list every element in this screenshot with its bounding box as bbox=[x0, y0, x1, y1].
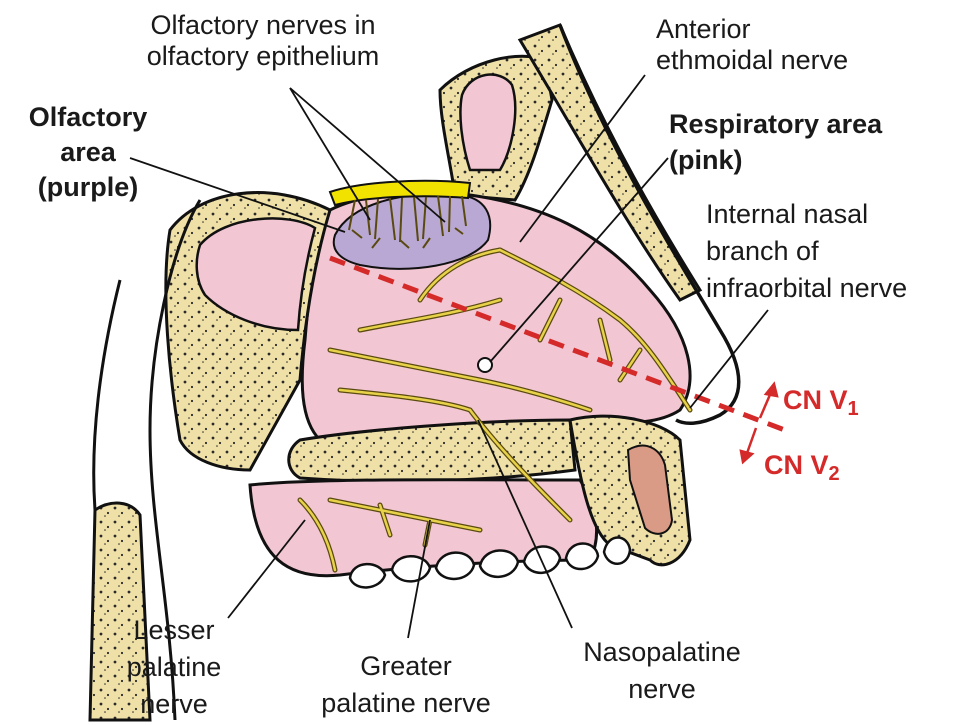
internal-nasal-line-1: Internal nasal bbox=[706, 196, 907, 233]
cn-v1-text: CN V bbox=[783, 385, 848, 415]
lesser-palatine-nerve-label: Lesser palatine nerve bbox=[104, 612, 244, 723]
nasopalatine-nerve-label: Nasopalatine nerve bbox=[552, 634, 772, 708]
cn-v2-text: CN V bbox=[764, 450, 829, 480]
respiratory-area-line-1: Respiratory area bbox=[669, 106, 882, 142]
olfactory-nerves-label: Olfactory nerves in olfactory epithelium bbox=[118, 10, 408, 72]
greater-palatine-nerve-label: Greater palatine nerve bbox=[296, 648, 516, 722]
olfactory-area-label: Olfactory area (purple) bbox=[8, 100, 168, 205]
cn-v2-label: CN V2 bbox=[764, 450, 840, 480]
olfactory-area-line-1: Olfactory bbox=[8, 100, 168, 135]
respiratory-area-marker bbox=[478, 358, 492, 372]
nasopalatine-line-2: nerve bbox=[552, 671, 772, 708]
lesser-palatine-line-3: nerve bbox=[104, 686, 244, 723]
greater-palatine-line-1: Greater bbox=[296, 648, 516, 685]
lesser-palatine-line-1: Lesser bbox=[104, 612, 244, 649]
respiratory-area-label: Respiratory area (pink) bbox=[669, 106, 882, 178]
internal-nasal-line-3: infraorbital nerve bbox=[706, 270, 907, 307]
cn-v1-subscript: 1 bbox=[848, 398, 859, 420]
olfactory-nerves-line-2: olfactory epithelium bbox=[118, 41, 408, 72]
olfactory-area-line-2: area bbox=[8, 135, 168, 170]
anterior-ethmoidal-line-2: ethmoidal nerve bbox=[656, 45, 848, 76]
internal-nasal-line-2: branch of bbox=[706, 233, 907, 270]
frontal-sinus bbox=[460, 75, 515, 170]
lesser-palatine-line-2: palatine bbox=[104, 649, 244, 686]
posterior-wall bbox=[94, 280, 120, 510]
respiratory-area-line-2: (pink) bbox=[669, 142, 882, 178]
olfactory-nerves-line-1: Olfactory nerves in bbox=[118, 10, 408, 41]
anterior-ethmoidal-nerve-label: Anterior ethmoidal nerve bbox=[656, 14, 848, 76]
nasopalatine-line-1: Nasopalatine bbox=[552, 634, 772, 671]
cn-v2-subscript: 2 bbox=[829, 463, 840, 485]
greater-palatine-line-2: palatine nerve bbox=[296, 685, 516, 722]
olfactory-area-line-3: (purple) bbox=[8, 170, 168, 205]
internal-nasal-branch-label: Internal nasal branch of infraorbital ne… bbox=[706, 196, 907, 307]
cn-v1-label: CN V1 bbox=[783, 385, 859, 415]
anterior-ethmoidal-line-1: Anterior bbox=[656, 14, 848, 45]
